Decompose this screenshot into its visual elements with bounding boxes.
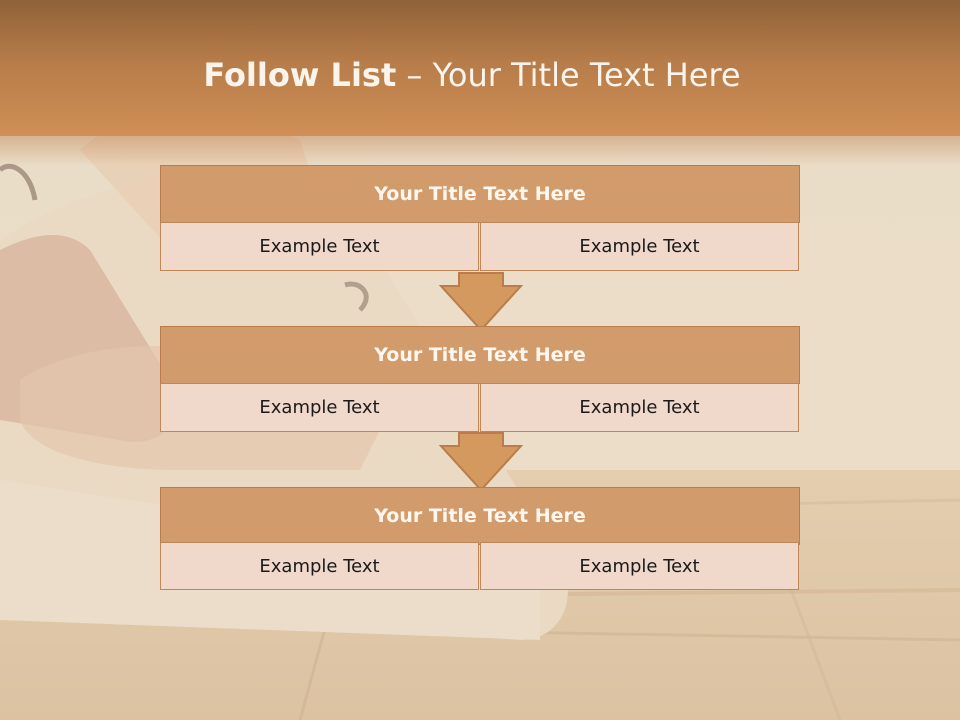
block-title: Your Title Text Here [160,165,800,223]
block-cell-left: Example Text [160,383,479,432]
header-shadow [0,136,960,166]
down-arrow-icon [438,272,524,332]
slide-title-bold: Follow List [203,56,397,94]
slide-title-rest: – Your Title Text Here [396,56,741,94]
block-cell-right: Example Text [480,542,799,590]
down-arrow-icon [438,432,524,492]
block-title: Your Title Text Here [160,326,800,384]
block-cell-right: Example Text [480,222,799,271]
block-cell-left: Example Text [160,542,479,590]
header-band [0,0,960,136]
block-cell-left: Example Text [160,222,479,271]
block-cell-right: Example Text [480,383,799,432]
block-title: Your Title Text Here [160,487,800,545]
slide-title: Follow List – Your Title Text Here [0,56,944,94]
